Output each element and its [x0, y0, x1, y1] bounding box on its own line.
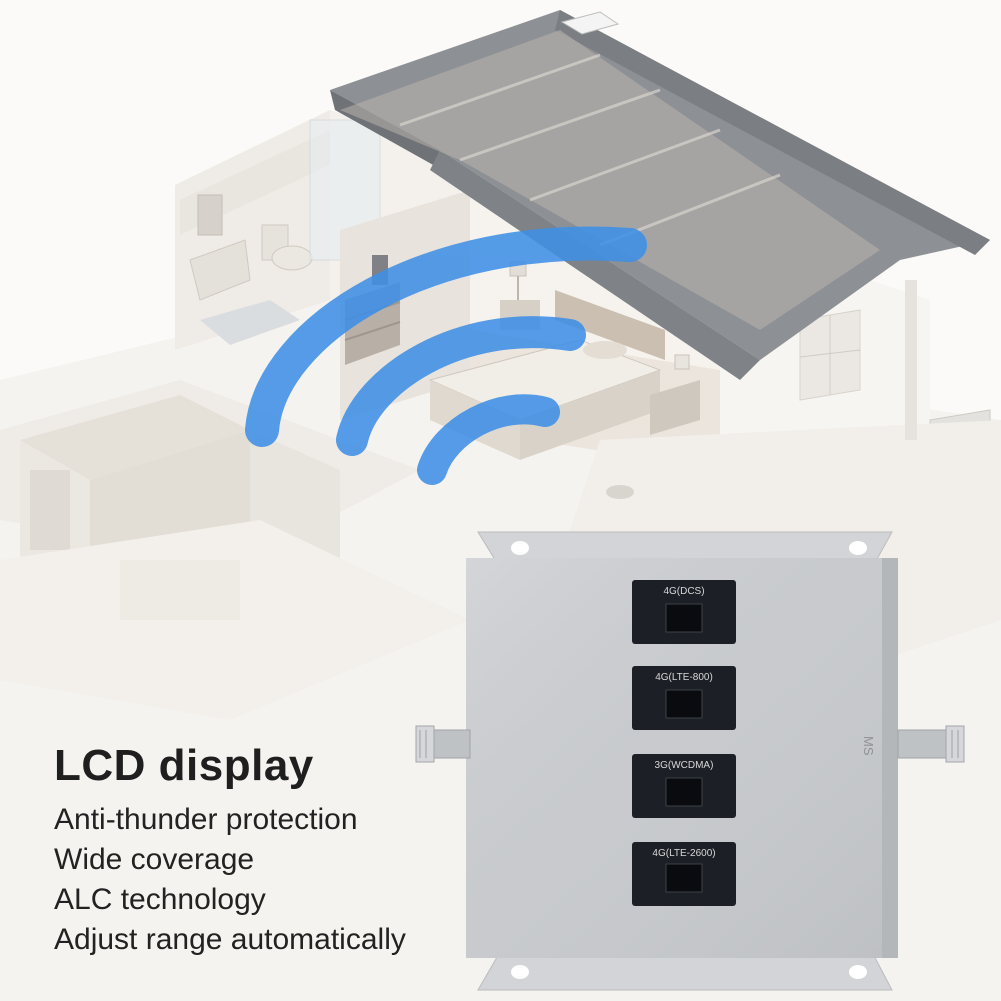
feature-item: Anti-thunder protection — [54, 803, 358, 836]
feature-list: LCD display Anti-thunder protection Wide… — [54, 732, 474, 960]
feature-heading: LCD display — [54, 741, 314, 790]
signal-booster-device — [415, 531, 965, 991]
lcd-label-lte-800: 4G(LTE-800) — [655, 672, 713, 683]
feature-item: Wide coverage — [54, 843, 255, 876]
ms-port-label: MS — [861, 736, 876, 756]
feature-item: Adjust range automatically — [54, 923, 406, 956]
lcd-label-dcs: 4G(DCS) — [663, 586, 705, 597]
wifi-signal-icon — [245, 226, 647, 485]
lcd-label-lte-2600: 4G(LTE-2600) — [652, 848, 716, 859]
lcd-label-wcdma: 3G(WCDMA) — [654, 760, 714, 771]
feature-item: ALC technology — [54, 883, 266, 916]
